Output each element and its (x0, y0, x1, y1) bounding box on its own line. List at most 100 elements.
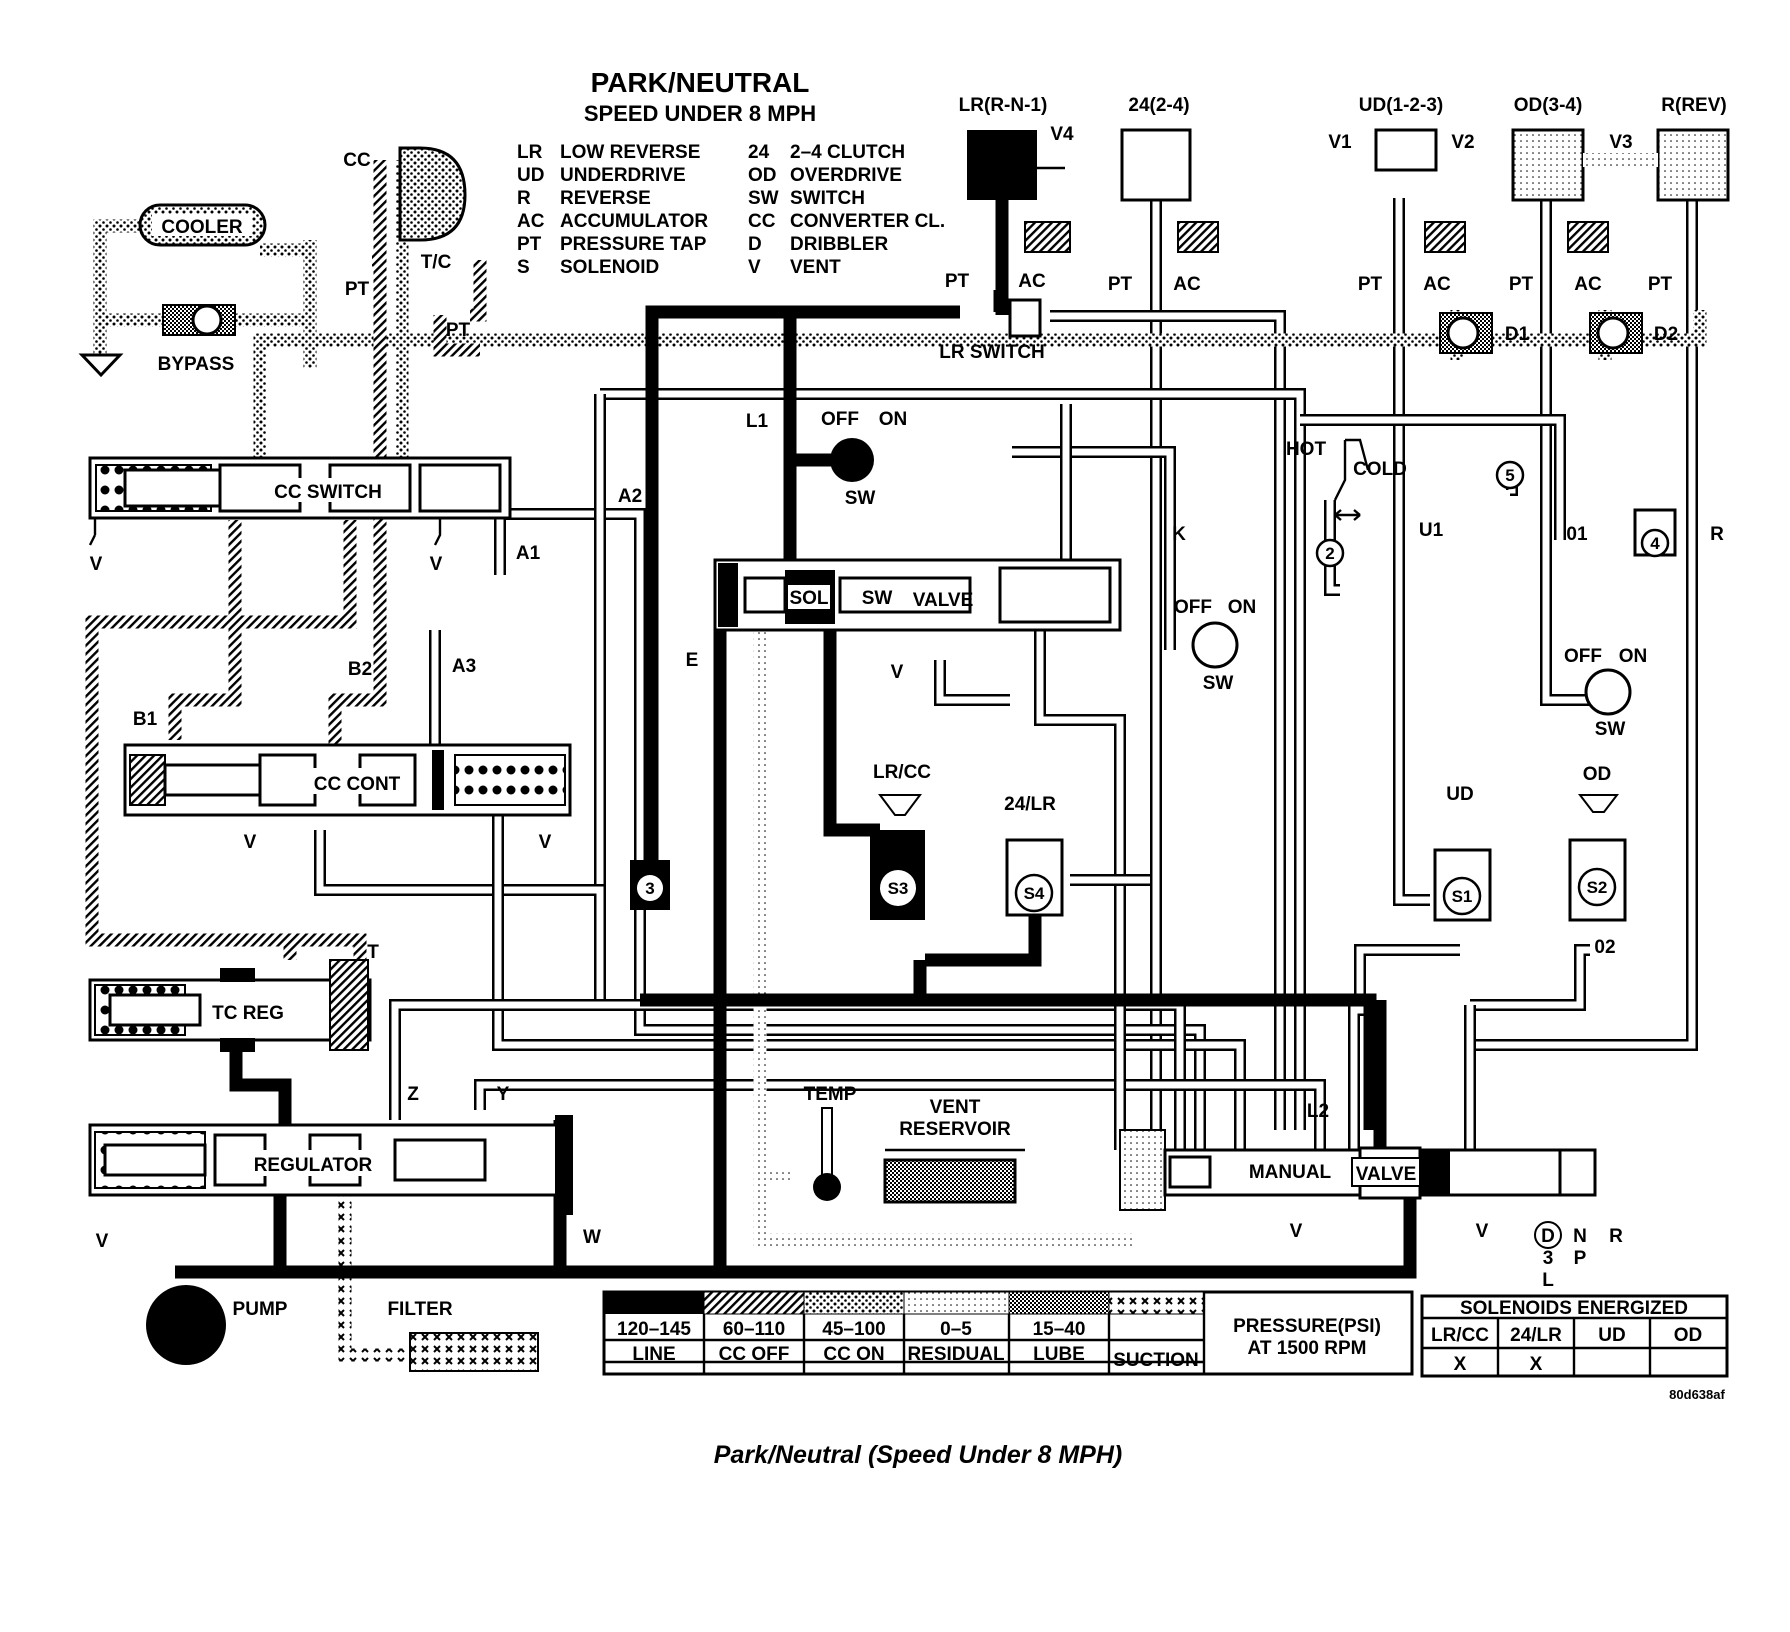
legend-name: CC ON (823, 1344, 884, 1365)
abbr-key: AC (517, 211, 545, 232)
pressure-switch-k (1191, 621, 1239, 669)
vent-label: V (430, 554, 443, 575)
tc-reg-label: TC REG (212, 1003, 284, 1024)
vent-label: V (539, 832, 552, 853)
temp-sensor (813, 1173, 841, 1201)
gear-l-label: L (1542, 1270, 1554, 1291)
cooler-label-bg (152, 214, 252, 236)
w-label: W (583, 1227, 601, 1248)
lr-switch-label: LR SWITCH (939, 342, 1045, 363)
solenoids-table-header: UD (1598, 1325, 1625, 1346)
y-label: Y (497, 1084, 510, 1105)
legend-name: LUBE (1033, 1344, 1085, 1365)
solenoid-lrcc-label: LR/CC (873, 762, 931, 783)
lr-switch (1008, 298, 1042, 338)
abbr-key: R (517, 188, 531, 209)
solenoid-s3-cap (878, 794, 922, 816)
pressure-switch-l1 (830, 438, 874, 482)
abbr-key: 24 (748, 142, 770, 163)
lr-accumulator (1024, 221, 1071, 253)
abbr-key: SW (748, 188, 779, 209)
swatch-cc-on (803, 1291, 905, 1315)
s2-label: S2 (1587, 878, 1608, 897)
vent-label: V (90, 554, 103, 575)
cooler-label: COOLER (161, 217, 243, 238)
solenoid-s1 (1442, 876, 1482, 916)
b2-label: B2 (348, 659, 372, 680)
abbr-key: OD (748, 165, 777, 186)
vent-reservoir-label: VENT (930, 1097, 981, 1118)
accumulator-ud (1424, 221, 1466, 253)
diagram-subtitle: SPEED UNDER 8 MPH (584, 101, 816, 126)
swatch-residual (903, 1291, 1010, 1315)
a1-label: A1 (516, 543, 541, 564)
pt-label: PT (1358, 274, 1383, 295)
vent-reservoir-label: RESERVOIR (899, 1119, 1011, 1140)
clutch-24-label: 24(2-4) (1128, 95, 1189, 116)
pressure-legend-subtitle: AT 1500 RPM (1248, 1338, 1367, 1359)
gear-d-circle (1534, 1221, 1562, 1249)
vent-label: V (244, 832, 257, 853)
solenoid-s3 (880, 870, 916, 906)
abbr-key: UD (517, 165, 544, 186)
sw-label: SW (845, 488, 876, 509)
vent-label: V (96, 1231, 109, 1252)
off-label: OFF (1564, 646, 1602, 667)
clutch-od (1511, 128, 1585, 202)
manual-label: MANUAL (1249, 1162, 1332, 1183)
legend-name: CC OFF (719, 1344, 790, 1365)
v1-label: V1 (1328, 132, 1352, 153)
ac-label: AC (1423, 274, 1451, 295)
swatch-cc-off (703, 1291, 805, 1315)
cold-label: COLD (1353, 459, 1407, 480)
legend-name: LINE (632, 1344, 675, 1365)
abbr-key: PT (517, 234, 542, 255)
solenoids-table-value: X (1454, 1354, 1467, 1375)
clutch-rev-label: R(REV) (1661, 95, 1726, 116)
v3-label: V3 (1609, 132, 1632, 153)
s4-label: S4 (1024, 884, 1045, 903)
swatch-line (604, 1292, 704, 1314)
solenoid-od-label: OD (1583, 764, 1612, 785)
abbr-value: ACCUMULATOR (560, 211, 708, 232)
gear-n-label: N (1573, 1226, 1587, 1247)
vent-reservoir (883, 1158, 1017, 1204)
manual-valve-label: VALVE (1356, 1164, 1417, 1185)
abbr-value: UNDERDRIVE (560, 165, 686, 186)
bypass-ball (191, 304, 223, 336)
l1-label: L1 (746, 411, 769, 432)
solenoids-energized-table: SOLENOIDS ENERGIZED LR/CC 24/LR UD OD X … (1420, 1294, 1729, 1378)
e-label: E (686, 650, 699, 671)
solenoids-table-header: OD (1674, 1325, 1703, 1346)
pt-label: PT (1108, 274, 1133, 295)
pt-label: PT (1648, 274, 1673, 295)
sw-label: SW (1203, 673, 1234, 694)
swatch-lube (1008, 1291, 1110, 1315)
on-label: ON (879, 409, 908, 430)
solenoids-table-title: SOLENOIDS ENERGIZED (1460, 1298, 1688, 1319)
gear-d-label: D (1541, 1226, 1555, 1247)
abbr-value: VENT (790, 257, 841, 278)
ac-label: AC (1574, 274, 1602, 295)
o2-label: 02 (1594, 937, 1615, 958)
s3-label: S3 (888, 879, 909, 898)
check-ball-5-label: 5 (1505, 466, 1514, 485)
cc-control-valve: CC CONT (123, 743, 572, 817)
check-ball-3-label: 3 (645, 879, 654, 898)
legend-name: RESIDUAL (907, 1344, 1005, 1365)
accumulator-od (1567, 221, 1609, 253)
v4-label: V4 (1050, 124, 1074, 145)
pt-label: PT (446, 320, 471, 341)
off-label: OFF (821, 409, 859, 430)
gear-r-label: R (1609, 1226, 1623, 1247)
sw-label: SW (1595, 719, 1626, 740)
abbr-value: SWITCH (790, 188, 865, 209)
manual-valve: MANUAL VALVE (1119, 1129, 1597, 1211)
regulator-valve: REGULATOR (88, 1115, 573, 1215)
temp-label: TEMP (804, 1084, 857, 1105)
abbr-value: CONVERTER CL. (790, 211, 945, 232)
pt-label: PT (1509, 274, 1534, 295)
clutch-ud-label: UD(1-2-3) (1359, 95, 1443, 116)
abbr-value: REVERSE (560, 188, 651, 209)
swatch-suction (1108, 1291, 1205, 1315)
